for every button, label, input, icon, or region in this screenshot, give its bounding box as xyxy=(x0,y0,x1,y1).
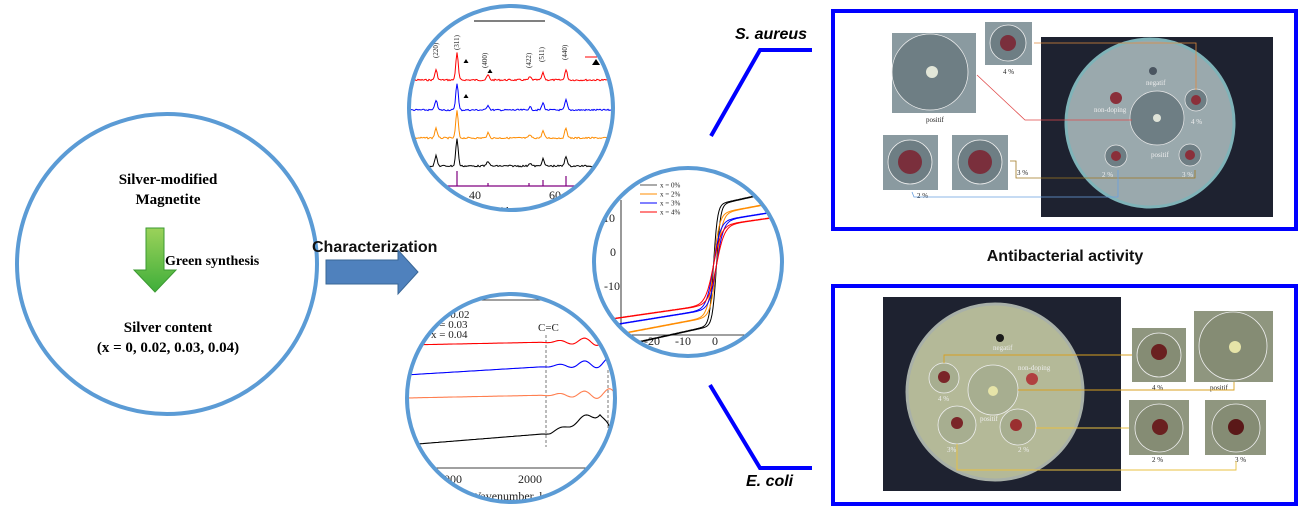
inset-label-positif: positif xyxy=(926,116,945,124)
s-aureus-label: S. aureus xyxy=(735,26,807,43)
silver-content-label: Silver content xyxy=(124,320,212,336)
material-title-line1: Silver-modified xyxy=(119,172,218,188)
green-down-arrow-icon xyxy=(132,227,178,293)
vsm-legend-label: x = 0% xyxy=(660,182,680,190)
xrd-peak-label: (311) xyxy=(453,34,461,50)
ecoli-plate-label-positif: positif xyxy=(980,415,999,423)
plate-label-3: 3 % xyxy=(1182,171,1193,179)
vsm-legend-label: x = 2% xyxy=(660,191,680,199)
s-aureus-panel: negatif non-doping 4 % positif 2 % 3 % p… xyxy=(831,9,1298,231)
plate-label-non-doping: non-doping xyxy=(1094,106,1127,114)
triangle-marker-icon xyxy=(592,59,600,65)
right-arrow-icon xyxy=(325,248,419,296)
e-coli-panel: negatif non-doping 4 % positif 3% 2 % 4 … xyxy=(831,284,1298,506)
ecoli-plate-label-non-doping: non-doping xyxy=(1018,364,1051,372)
ecoli-inset-label-3: 3 % xyxy=(1235,456,1246,464)
triangle-marker-icon xyxy=(463,94,469,98)
xrd-peak-label: (220) xyxy=(432,42,440,58)
xrd-trace xyxy=(409,83,613,112)
inset-label-2: 2 % xyxy=(917,192,928,200)
vsm-legend-label: x = 4% xyxy=(660,209,680,217)
ftir-legend-3: x = 0.04 xyxy=(431,329,468,341)
ftir-tick-2000: 2000 xyxy=(518,472,542,486)
antibacterial-activity-title: Antibacterial activity xyxy=(987,248,1144,265)
e-coli-label: E. coli xyxy=(746,473,794,490)
xrd-peak-label: (422) xyxy=(525,52,533,68)
plate-label-4: 4 % xyxy=(1191,118,1202,126)
characterization-label: Characterization xyxy=(312,239,437,256)
ecoli-plate-label-2: 2 % xyxy=(1018,446,1029,454)
ftir-trace xyxy=(407,413,615,458)
plate-label-negatif: negatif xyxy=(1146,79,1166,87)
vsm-xtick-neg10: -10 xyxy=(675,334,691,348)
triangle-marker-icon xyxy=(463,59,469,63)
ftir-tick-1000: 10 xyxy=(583,472,595,486)
xrd-pattern-circle: 40 60 2θ (degree) (220)(311)(400)(422)(5… xyxy=(407,4,615,218)
ecoli-plate-label-negatif: negatif xyxy=(993,344,1013,352)
xrd-trace xyxy=(409,110,613,140)
vsm-legend-label: x = 3% xyxy=(660,200,680,208)
ftir-trace xyxy=(407,388,615,400)
e-coli-connector xyxy=(708,383,812,470)
xrd-peak-label: (511) xyxy=(538,46,546,62)
ftir-cc-annotation: C=C xyxy=(538,322,559,334)
vsm-hysteresis-curve xyxy=(609,209,782,327)
ecoli-inset-label-positif: positif xyxy=(1210,384,1229,392)
synthesis-circle: Silver-modified Magnetite Green synthesi… xyxy=(15,112,319,416)
xrd-xlabel: 2θ (degree) xyxy=(484,204,539,218)
ftir-trace xyxy=(407,357,615,376)
s-aureus-connector xyxy=(709,48,812,137)
vsm-ytick-neg10: -10 xyxy=(604,279,620,293)
inset-label-3: 3 % xyxy=(1017,169,1028,177)
ecoli-inset-label-2: 2 % xyxy=(1152,456,1163,464)
xrd-tick-40: 40 xyxy=(469,188,481,202)
vsm-hysteresis-curve xyxy=(609,199,782,337)
plate-label-positif: positif xyxy=(1151,151,1170,159)
xrd-trace xyxy=(409,52,613,82)
silver-content-values: (x = 0, 0.02, 0.03, 0.04) xyxy=(97,340,239,356)
plate-label-2: 2 % xyxy=(1102,171,1113,179)
material-title-line2: Magnetite xyxy=(136,192,201,208)
vsm-hysteresis-circle: 10 0 -10 -20 -10 0 10 Magnetic Field H (… xyxy=(592,166,784,358)
ftir-trace xyxy=(407,335,615,347)
ecoli-plate-label-3: 3% xyxy=(947,446,957,454)
process-label: Green synthesis xyxy=(165,254,260,269)
triangle-marker-icon xyxy=(487,69,493,73)
xrd-peak-label: (400) xyxy=(481,52,489,68)
vsm-hysteresis-curve xyxy=(609,214,782,320)
inset-label-4: 4 % xyxy=(1003,68,1014,76)
ecoli-inset-label-4: 4 % xyxy=(1152,384,1163,392)
xrd-trace xyxy=(409,138,613,168)
ecoli-plate-label-4: 4 % xyxy=(938,395,949,403)
vsm-xtick-0: 0 xyxy=(712,334,718,348)
ftir-spectrum-circle: C=C x = 0.02 x = 0.03 x = 0.04 3000 2000… xyxy=(405,292,617,504)
vsm-ytick-0: 0 xyxy=(610,245,616,259)
xrd-peak-label: (440) xyxy=(561,44,569,60)
